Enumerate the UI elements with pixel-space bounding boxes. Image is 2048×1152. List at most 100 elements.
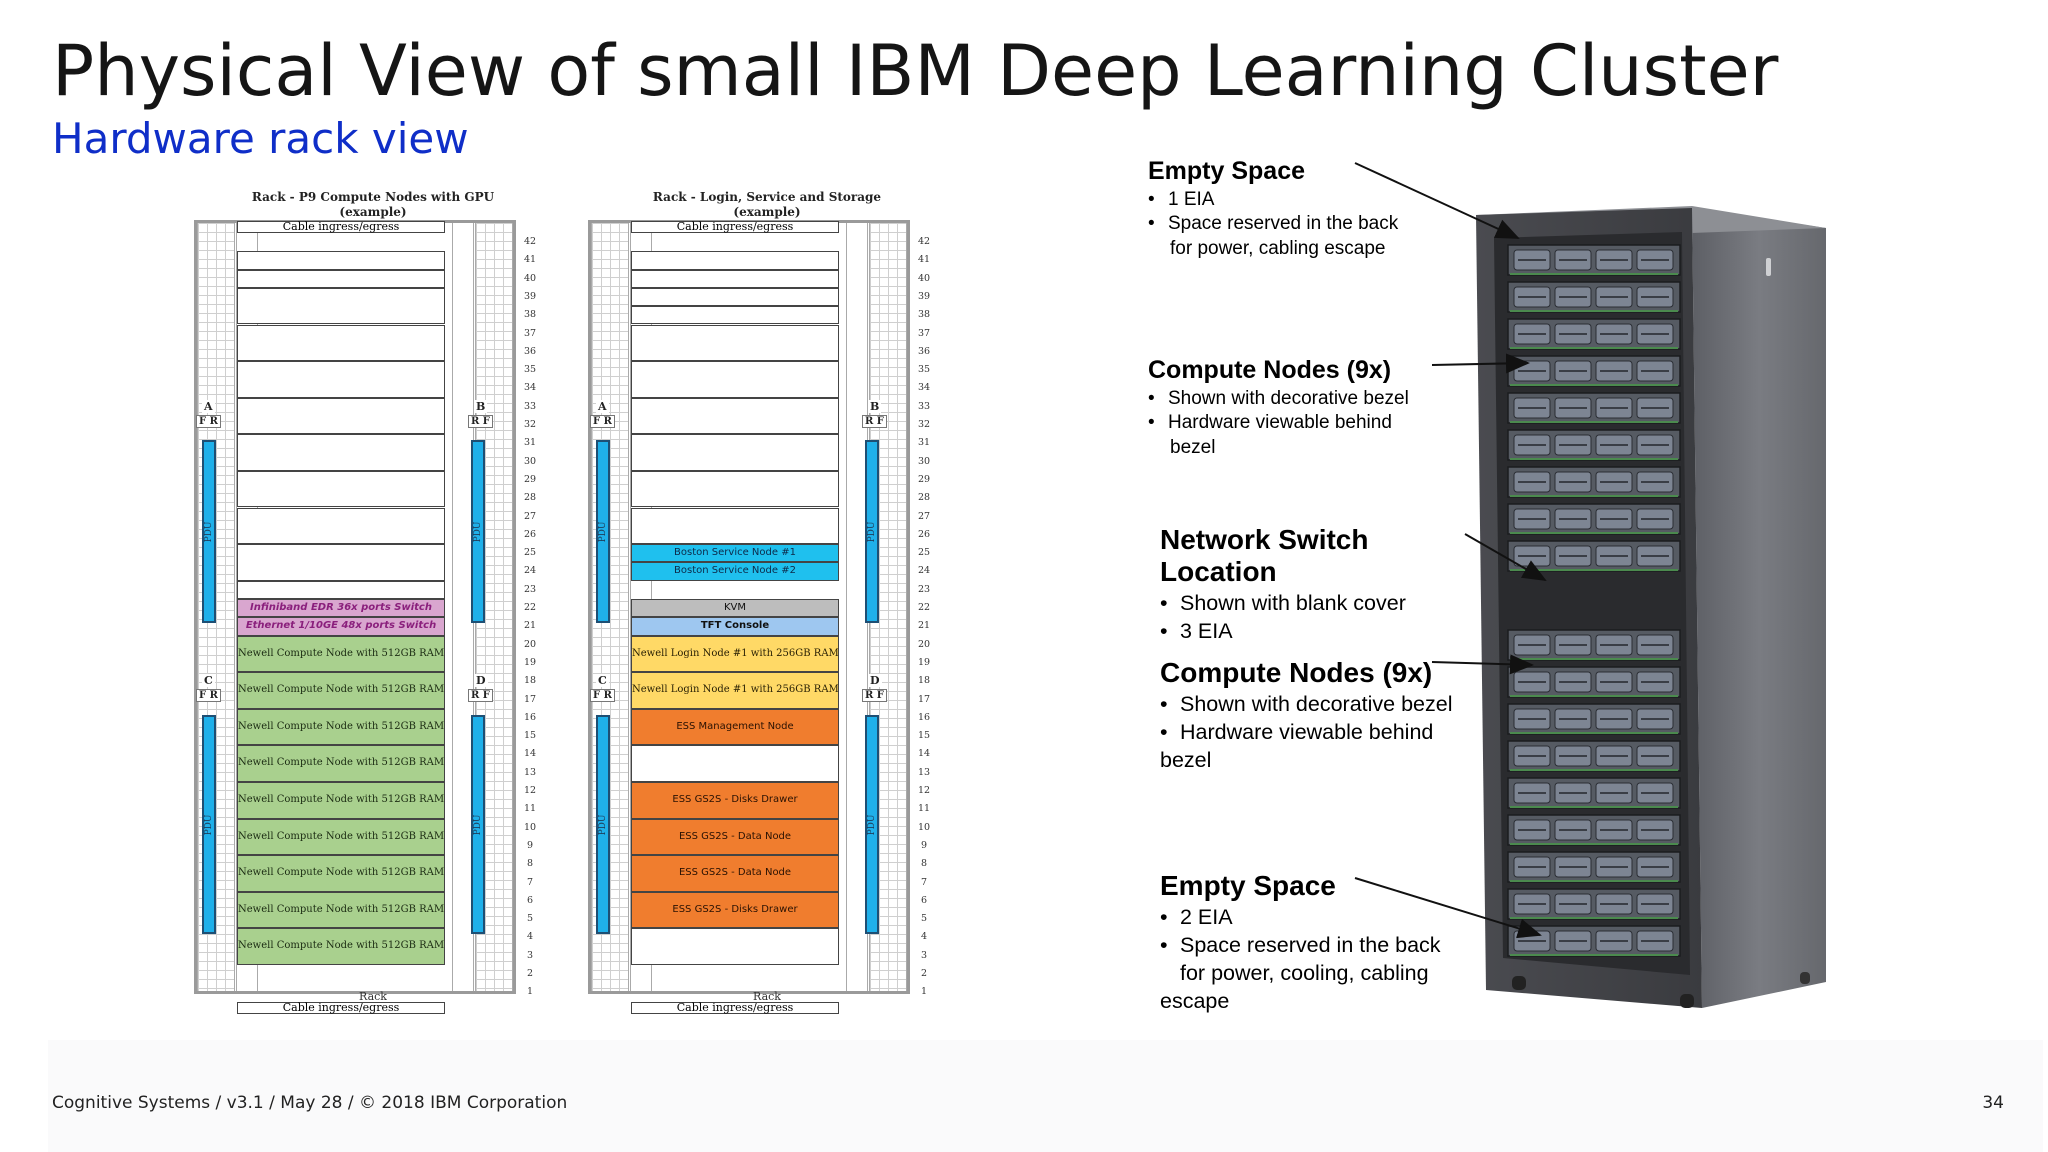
rack-slot: ESS GS2S - Disks Drawer xyxy=(631,782,839,819)
u-number: 15 xyxy=(917,730,931,742)
u-number: 4 xyxy=(526,931,534,943)
arrow-compute-nodes-bottom xyxy=(1431,654,1534,675)
rack-diagram-compute: Rack - P9 Compute Nodes with GPU (exampl… xyxy=(180,178,566,1014)
u-number: 23 xyxy=(523,583,537,595)
u-number: 8 xyxy=(526,858,534,870)
rack-column-letter: A xyxy=(202,399,215,413)
u-number: 5 xyxy=(920,913,928,925)
footer-text: Cognitive Systems / v3.1 / May 28 / © 20… xyxy=(52,1093,568,1113)
u-number: 1 xyxy=(920,986,928,998)
annotation-heading: Empty Space xyxy=(1160,870,1336,901)
rack-column-letter: D xyxy=(474,674,488,688)
u-number: 26 xyxy=(917,528,931,540)
annotation-compute-nodes-top: Compute Nodes (9x) Shown with decorative… xyxy=(1148,356,1409,461)
arrow-compute-nodes-top xyxy=(1431,353,1530,374)
u-number: 1 xyxy=(526,986,534,998)
u-number: 3 xyxy=(526,949,534,961)
pdu-strip: PDU xyxy=(202,714,216,935)
rack-column-letter: A xyxy=(596,399,609,413)
compute-node-bezel xyxy=(1507,888,1681,920)
rack-slot: ESS GS2S - Disks Drawer xyxy=(631,891,839,929)
compute-node-bezels xyxy=(1507,244,1681,957)
u-number: 7 xyxy=(920,876,928,888)
rack-slot: Boston Service Node #2 xyxy=(631,562,839,581)
annotation-bullet-continuation: escape xyxy=(1160,989,1230,1013)
rack-slot: ESS GS2S - Data Node xyxy=(631,818,839,856)
annotation-bullet: 2 EIA xyxy=(1160,904,1441,932)
empty-slot xyxy=(237,580,445,599)
u-number: 11 xyxy=(523,803,537,815)
empty-slot xyxy=(631,928,839,965)
u-number: 13 xyxy=(917,766,931,778)
u-number: 24 xyxy=(917,565,931,577)
u-number: 20 xyxy=(917,638,931,650)
empty-slot xyxy=(237,434,445,471)
u-number: 9 xyxy=(920,839,928,851)
u-number: 42 xyxy=(917,236,931,247)
annotation-bullet: Space reserved in the back xyxy=(1160,932,1441,960)
page-number: 34 xyxy=(1982,1093,2004,1113)
u-number: 22 xyxy=(917,602,931,613)
rack-title-line2: (example) xyxy=(733,205,801,219)
cable-ingress-top: Cable ingress/egress xyxy=(631,221,839,233)
annotation-bullet-continuation: for power, cabling escape xyxy=(1170,238,1386,260)
rack-slot: Newell Compute Node with 512GB RAM xyxy=(237,672,445,709)
u-number: 3 xyxy=(920,949,928,961)
u-number: 21 xyxy=(917,620,931,632)
u-number: 18 xyxy=(523,675,537,687)
rack-slot: Ethernet 1/10GE 48x ports Switch xyxy=(237,617,445,636)
rack-column-letter: C xyxy=(202,674,215,688)
front-rear-tag: R F xyxy=(862,414,887,428)
u-number: 20 xyxy=(523,638,537,650)
rack-footer: Rack xyxy=(753,990,781,1003)
rack-footer: Rack xyxy=(359,990,387,1003)
front-rear-tag: R F xyxy=(862,689,887,703)
annotation-bullet: Hardware viewable behind xyxy=(1148,411,1409,436)
u-number: 38 xyxy=(917,309,931,321)
annotation-heading: Location xyxy=(1160,556,1277,588)
u-number: 28 xyxy=(917,492,931,504)
rack-slot: Infiniband EDR 36x ports Switch xyxy=(237,599,445,618)
compute-node-bezel xyxy=(1507,355,1681,387)
empty-slot xyxy=(237,544,445,581)
annotation-bullet: Shown with blank cover xyxy=(1160,590,1406,618)
rack-slot: KVM xyxy=(631,599,839,618)
compute-node-bezel xyxy=(1507,703,1681,735)
front-rear-tag: F R xyxy=(590,689,615,703)
u-number: 41 xyxy=(523,254,537,266)
pdu-strip: PDU xyxy=(471,714,485,935)
annotation-empty-space-bottom: Empty Space 2 EIA Space reserved in the … xyxy=(1160,870,1441,1016)
compute-node-bezel xyxy=(1507,503,1681,535)
rack-slot: Newell Compute Node with 512GB RAM xyxy=(237,708,445,746)
empty-slot xyxy=(631,269,839,288)
u-number: 37 xyxy=(523,327,537,339)
compute-node-bezel xyxy=(1507,540,1681,572)
rack-column-letter: D xyxy=(868,674,882,688)
annotation-bullet-continuation: bezel xyxy=(1170,437,1216,459)
u-number: 17 xyxy=(917,693,931,705)
rack-slot: Newell Compute Node with 512GB RAM xyxy=(237,891,445,929)
u-number: 35 xyxy=(917,364,931,376)
empty-slot xyxy=(631,251,839,270)
empty-slot xyxy=(631,361,839,398)
annotation-bullet: Hardware viewable behind xyxy=(1160,719,1453,747)
annotation-bullet: 3 EIA xyxy=(1160,618,1406,646)
rack-slot: Newell Compute Node with 512GB RAM xyxy=(237,782,445,819)
cabinet-side xyxy=(1692,208,1826,1008)
u-number: 33 xyxy=(917,400,931,412)
empty-slot xyxy=(631,434,839,471)
compute-node-bezel xyxy=(1507,392,1681,424)
compute-node-bezel xyxy=(1507,466,1681,498)
annotation-network-switch: Network Switch Location Shown with blank… xyxy=(1160,524,1406,646)
rack-slot: Newell Compute Node with 512GB RAM xyxy=(237,818,445,856)
u-number: 25 xyxy=(917,547,931,559)
rack-slot: TFT Console xyxy=(631,617,839,636)
annotation-bullet: 1 EIA xyxy=(1148,188,1398,213)
u-number: 18 xyxy=(917,675,931,687)
front-rear-tag: R F xyxy=(468,689,493,703)
u-number: 41 xyxy=(917,254,931,266)
u-number: 34 xyxy=(917,382,931,394)
u-number: 2 xyxy=(526,968,534,979)
compute-node-bezel xyxy=(1507,740,1681,772)
